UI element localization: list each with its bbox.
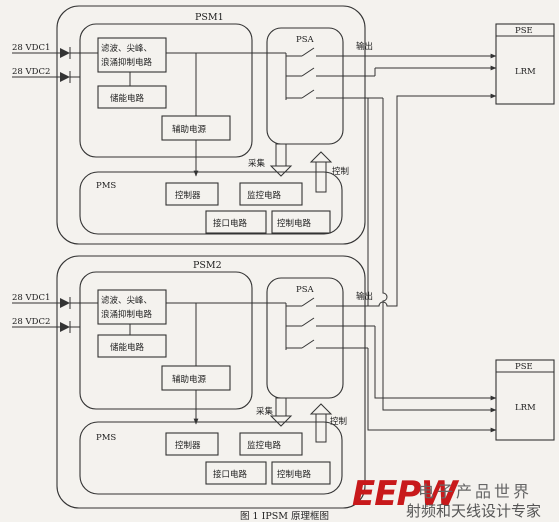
psm1-interface-block (205, 210, 267, 234)
psm1-control-circuit-block (271, 210, 331, 234)
psm2-output-label: 输出 (356, 291, 373, 302)
psm1-output-label: 输出 (356, 41, 373, 52)
psm2-storage-block (97, 334, 167, 358)
psm1-aux-power-label: 辅助电源 (172, 124, 207, 135)
psm1-controller-label: 控制器 (175, 190, 201, 201)
load-2: PSE LRM (495, 359, 555, 441)
psm1-control-arrow (309, 151, 333, 193)
psm2-filter-block (97, 289, 167, 325)
psm2-psa-area (266, 277, 344, 399)
psm2-input-2: 28 VDC2 (12, 317, 50, 327)
psm2-filter-line1: 滤波、尖峰、 (101, 295, 152, 306)
psm1-filter-line1: 滤波、尖峰、 (101, 43, 152, 54)
psm1-power-area (79, 23, 253, 158)
psm1-switch-3 (286, 89, 330, 99)
psm1-interface-label: 接口电路 (213, 218, 248, 229)
psm2-switch-2 (286, 317, 330, 327)
psm2-switch-1 (286, 297, 330, 307)
psm2-interface-label: 接口电路 (213, 469, 248, 480)
psm2-filter-line2: 浪涌抑制电路 (101, 309, 153, 320)
psm2-control-circuit-label: 控制电路 (277, 469, 312, 480)
load-2-pse-label: PSE (515, 362, 533, 372)
psm2-switch-3 (286, 339, 330, 349)
load-1-box (495, 23, 555, 105)
psm1-module: PSM1 28 VDC1 28 VDC2 滤波、尖峰、 浪涌抑制电路 储能电路 (12, 5, 497, 413)
psm1-control-circuit-label: 控制电路 (277, 218, 312, 229)
load-2-lrm-label: LRM (515, 403, 536, 413)
psm1-input-1: 28 VDC1 (12, 43, 50, 53)
psm1-switch-1 (286, 47, 330, 57)
psm2-pms-label: PMS (96, 433, 116, 443)
psm1-diode-2 (60, 71, 71, 83)
psm1-collect-label: 采集 (248, 158, 266, 169)
psm1-psa-label: PSA (296, 35, 315, 45)
psm2-monitor-label: 监控电路 (247, 440, 282, 451)
watermark-line2: 射频和天线设计专家 (406, 502, 542, 520)
psm2-collect-label: 采集 (256, 406, 274, 417)
psm2-control-circuit-block (271, 461, 331, 485)
psm1-control-label: 控制 (332, 166, 349, 177)
load-1: PSE LRM (495, 23, 555, 105)
psm2-storage-label: 储能电路 (110, 342, 145, 353)
psm1-psa-area (266, 27, 344, 145)
psm2-input-1: 28 VDC1 (12, 293, 50, 303)
psm2-psa-label: PSA (296, 285, 315, 295)
psm2-collect-arrow (269, 397, 293, 427)
psm2-aux-power-label: 辅助电源 (172, 374, 207, 385)
load-1-pse-label: PSE (515, 26, 533, 36)
psm2-power-area (79, 271, 253, 410)
psm1-monitor-block (239, 182, 303, 206)
psm1-storage-label: 储能电路 (110, 93, 145, 104)
figure-caption: 图 1 IPSM 原理框图 (240, 511, 329, 522)
psm1-collect-arrow (269, 143, 293, 177)
psm2-diode-1 (60, 297, 71, 309)
psm2-pms-area (79, 421, 343, 495)
eepw-logo: EEPW (352, 474, 458, 514)
load-1-lrm-label: LRM (515, 67, 536, 77)
psm1-storage-block (97, 85, 167, 109)
psm1-pms-label: PMS (96, 181, 116, 191)
load-2-box (495, 359, 555, 441)
psm1-input-2: 28 VDC2 (12, 67, 50, 77)
eepw-watermark: EEPW 电子产品世界 射频和天线设计专家 (352, 474, 559, 522)
psm2-controller-block (165, 432, 219, 456)
psm2-control-label: 控制 (330, 416, 347, 427)
psm1-monitor-label: 监控电路 (247, 190, 282, 201)
psm2-module: PSM2 28 VDC1 28 VDC2 滤波、尖峰、 浪涌抑制电路 储能电路 … (12, 93, 497, 509)
psm2-control-arrow (309, 403, 333, 443)
psm1-diode-1 (60, 47, 71, 59)
psm1-filter-block (97, 37, 167, 73)
psm2-interface-block (205, 461, 267, 485)
psm2-monitor-block (239, 432, 303, 456)
watermark-line1: 电子产品世界 (418, 482, 533, 501)
psm1-title: PSM1 (195, 12, 224, 23)
psm1-pms-area (79, 171, 343, 235)
psm2-controller-label: 控制器 (175, 440, 201, 451)
psm1-controller-block (165, 182, 219, 206)
psm2-diode-2 (60, 321, 71, 333)
psm1-filter-line2: 浪涌抑制电路 (101, 57, 153, 68)
psm2-title: PSM2 (193, 260, 222, 271)
psm1-switch-2 (286, 67, 330, 77)
